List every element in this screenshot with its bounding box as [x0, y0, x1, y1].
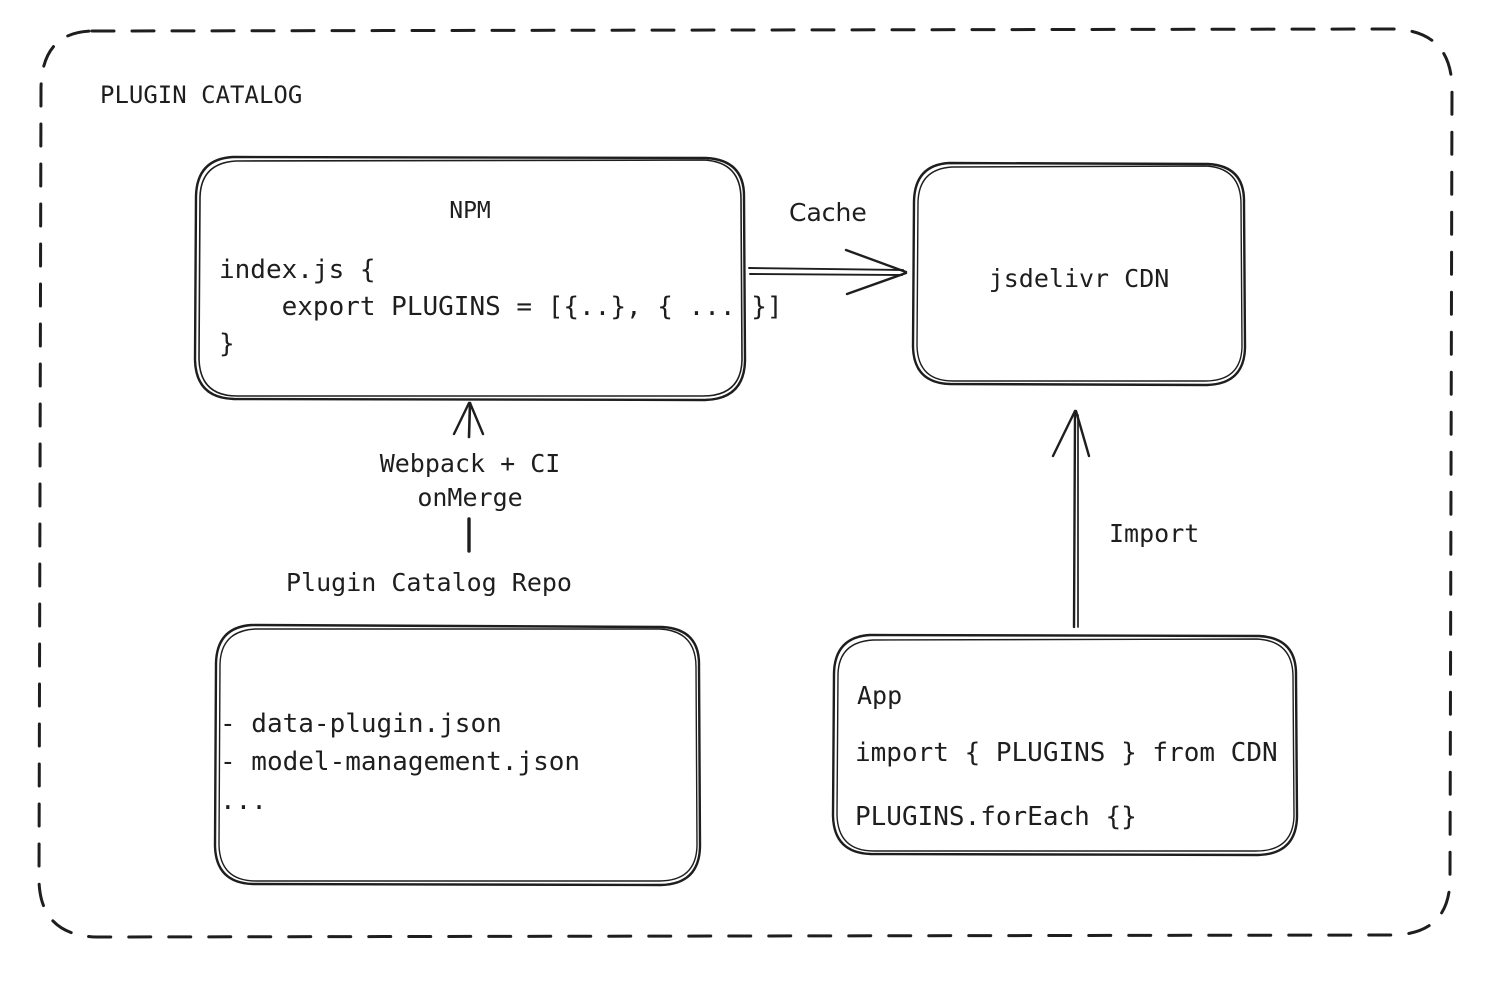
app-node-foreach-line: PLUGINS.forEach {} [855, 802, 1137, 832]
repo-node-file-list: - data-plugin.json - model-management.js… [220, 709, 581, 816]
edge-npm-to-cdn [748, 248, 908, 296]
cdn-box-outline [911, 161, 1247, 387]
repo-box-outline-2 [218, 628, 698, 882]
app-box-outline [831, 633, 1299, 857]
npm-node-title: NPM [449, 198, 491, 224]
group-boundary [37, 27, 1454, 939]
edge-repo-to-npm [452, 401, 485, 553]
app-node-import-line: import { PLUGINS } from CDN [855, 738, 1278, 768]
app-node-title: App [857, 681, 903, 710]
edge-app-to-cdn [1051, 409, 1091, 629]
app-box-outline-2 [836, 638, 1295, 852]
npm-box-outline [193, 155, 747, 402]
group-title: PLUGIN CATALOG [100, 81, 303, 109]
edge-label-import: Import [1109, 519, 1200, 548]
edge-label-webpack-ci: Webpack + CI onMerge [379, 449, 561, 512]
cdn-box-outline-2 [916, 165, 1243, 382]
repo-box-outline [213, 623, 702, 887]
cdn-node-title: jsdelivr CDN [988, 264, 1170, 293]
repo-node-caption: Plugin Catalog Repo [286, 568, 572, 597]
npm-node-code: index.js { export PLUGINS = [{..}, { ...… [219, 255, 783, 359]
edge-label-cache: Cache [789, 198, 867, 227]
npm-box-outline-2 [198, 159, 743, 397]
